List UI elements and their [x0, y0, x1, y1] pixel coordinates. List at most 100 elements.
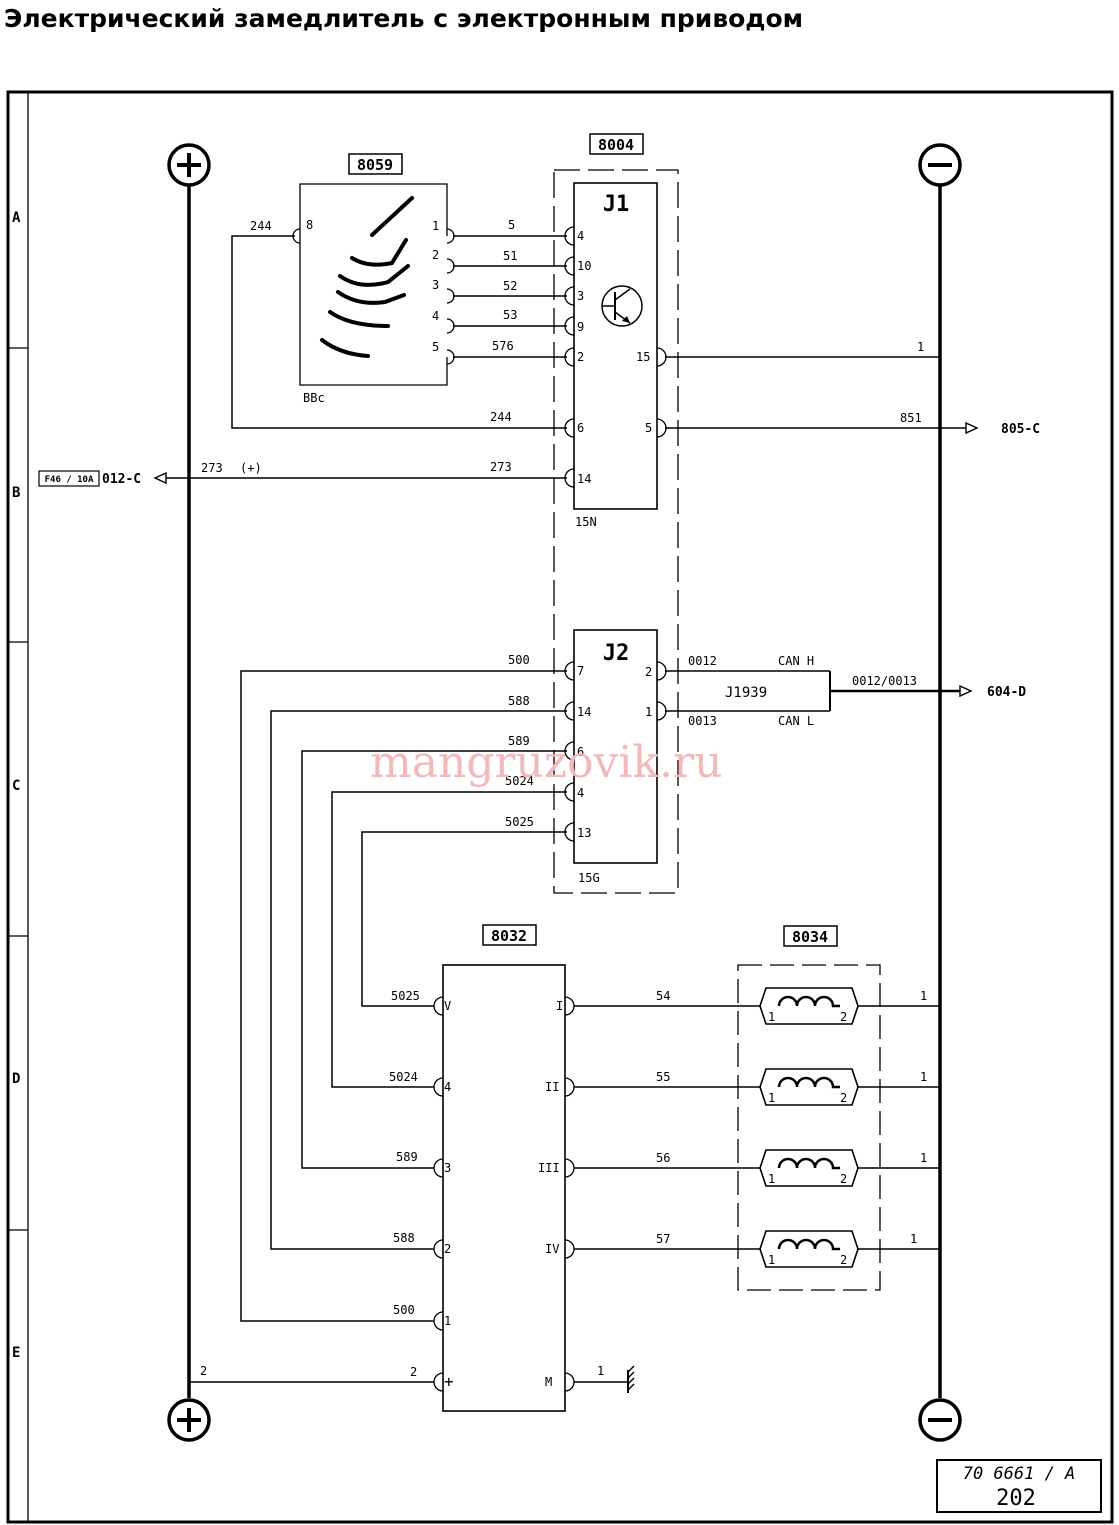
j2-pin-2: 2 — [645, 665, 652, 679]
page-title: Электрический замедлитель с электронным … — [4, 4, 804, 33]
can-h-label: CAN H — [778, 654, 814, 668]
c8032-pin-iv: IV — [545, 1242, 559, 1256]
component-8059-pin-2: 2 — [432, 248, 439, 262]
plus-rail — [167, 143, 211, 1442]
j2-pin-7: 7 — [577, 664, 584, 678]
c8032-pin-ii: II — [545, 1080, 559, 1094]
wire-588: 588 — [393, 1231, 415, 1245]
component-8032: 8032 — [442, 924, 566, 1412]
fuse-label: F46 / 10A — [45, 475, 94, 485]
component-8032-label: 8032 — [491, 927, 527, 945]
section-label-b: B — [12, 485, 20, 501]
section-label-e: E — [12, 1345, 20, 1361]
watermark: mangruzovik.ru — [370, 737, 722, 788]
coil-2 — [759, 1068, 859, 1106]
wire-244-b: 244 — [490, 410, 512, 424]
j2-pin-4: 4 — [577, 786, 584, 800]
wire-51: 51 — [503, 249, 517, 263]
component-8059-note: BBc — [303, 391, 325, 405]
j2-pin-13: 13 — [577, 826, 591, 840]
c8032-pin-iii: III — [538, 1161, 560, 1175]
coil-3 — [759, 1149, 859, 1187]
coil-1 — [759, 987, 859, 1025]
wire-273-a: 273 — [201, 461, 223, 475]
coil-wires — [574, 1005, 940, 1250]
coil-4 — [759, 1230, 859, 1268]
section-label-c: C — [12, 778, 20, 794]
connector-glyphs-j1 — [564, 226, 667, 488]
c8032-pin-plus: + — [444, 1372, 454, 1391]
ground-icon — [627, 1365, 635, 1393]
coil-1-pin-1: 1 — [768, 1010, 775, 1024]
wire-1-coil-4: 1 — [910, 1232, 917, 1246]
wire-0012: 0012 — [688, 654, 717, 668]
ref-604-d: 604-D — [987, 685, 1026, 700]
j1939-label: J1939 — [725, 685, 767, 701]
c8032-pin-m: M — [545, 1375, 552, 1389]
j1-pin-3: 3 — [577, 289, 584, 303]
j1-pin-6: 6 — [577, 421, 584, 435]
wire-55: 55 — [656, 1070, 670, 1084]
wire-244-a: 244 — [250, 219, 272, 233]
component-8059-pin-3: 3 — [432, 278, 439, 292]
wire-588-j2: 588 — [508, 694, 530, 708]
coil-1-pin-2: 2 — [840, 1010, 847, 1024]
j1-pin-2: 2 — [577, 350, 584, 364]
minus-rail — [918, 143, 962, 1442]
wire-500: 500 — [393, 1303, 415, 1317]
ref-012-c: 012-C — [102, 472, 141, 487]
coil-2-pin-1: 1 — [768, 1091, 775, 1105]
component-8059-pin-5: 5 — [432, 340, 439, 354]
wire-0013: 0013 — [688, 714, 717, 728]
ref-805-c: 805-C — [1001, 422, 1040, 437]
connector-glyphs-8059 — [292, 228, 455, 365]
wire-5024: 5024 — [389, 1070, 418, 1084]
coil-4-pin-1: 1 — [768, 1253, 775, 1267]
wire-54: 54 — [656, 989, 670, 1003]
component-8059-label: 8059 — [357, 156, 393, 174]
wire-5025-j2: 5025 — [505, 815, 534, 829]
wire-1-coil-2: 1 — [920, 1070, 927, 1084]
j2-pin-6: 6 — [577, 745, 584, 759]
coil-3-pin-2: 2 — [840, 1172, 847, 1186]
bus-label: 0012/0013 — [852, 674, 917, 688]
wire-m-ground: 1 — [597, 1364, 604, 1378]
coil-4-pin-2: 2 — [840, 1253, 847, 1267]
wire-1-top: 1 — [917, 340, 924, 354]
j1-pin-9: 9 — [577, 320, 584, 334]
j2-code: 15G — [578, 871, 600, 885]
section-label-d: D — [12, 1071, 20, 1087]
wire-1-coil-3: 1 — [920, 1151, 927, 1165]
wire-851: 851 — [900, 411, 922, 425]
j2-title: J2 — [603, 641, 630, 666]
connector-glyphs-j2 — [564, 661, 667, 842]
arrow-head-bus — [959, 684, 973, 698]
wire-589: 589 — [396, 1150, 418, 1164]
wire-273-b: 273 — [490, 460, 512, 474]
can-l-label: CAN L — [778, 714, 814, 728]
component-8004: 8004 — [553, 133, 679, 894]
c8032-pin-3: 3 — [444, 1161, 451, 1175]
j1-pin-4: 4 — [577, 229, 584, 243]
component-8034: 8034 — [737, 925, 881, 1291]
j2-pin-1: 1 — [645, 705, 652, 719]
component-8059: 8059 — [299, 153, 448, 386]
c8032-pin-v: V — [444, 999, 451, 1013]
component-8059-pin-1: 1 — [432, 219, 439, 233]
upper-wires — [166, 235, 966, 479]
j1-pin-10: 10 — [577, 259, 591, 273]
wire-576: 576 — [492, 339, 514, 353]
c8032-pin-2: 2 — [444, 1242, 451, 1256]
component-8034-label: 8034 — [792, 928, 828, 946]
j2-wires — [240, 670, 960, 1322]
wire-2-rail: 2 — [200, 1364, 207, 1378]
j1-pin-5: 5 — [645, 421, 652, 435]
wire-53: 53 — [503, 308, 517, 322]
j1-code: 15N — [575, 515, 597, 529]
c8032-pin-4: 4 — [444, 1080, 451, 1094]
wire-5024-j2: 5024 — [505, 774, 534, 788]
c8032-pin-1: 1 — [444, 1314, 451, 1328]
coil-3-pin-1: 1 — [768, 1172, 775, 1186]
wire-5: 5 — [508, 218, 515, 232]
